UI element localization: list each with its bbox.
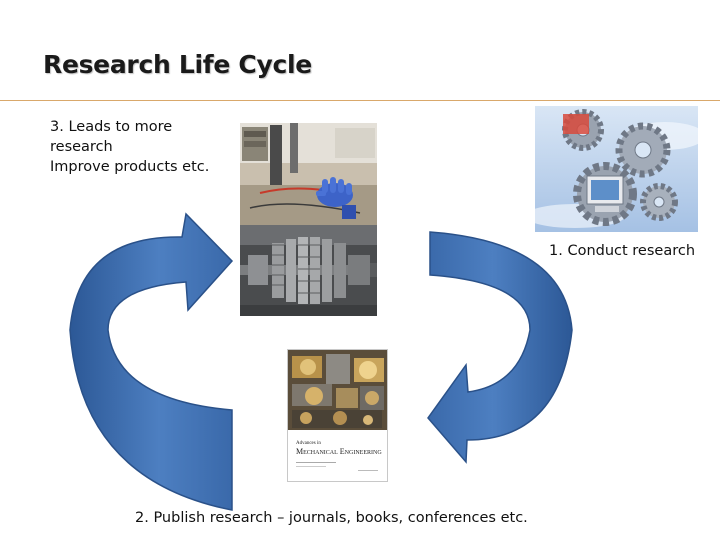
step-2-label: 2. Publish research – journals, books, c… <box>135 510 528 526</box>
step-3-line: research <box>50 139 113 155</box>
step-3-label: 3. Leads to more research Improve produc… <box>50 117 209 177</box>
step-3-line: Improve products etc. <box>50 159 210 175</box>
journal-cover: Advances in Mechanical Engineering <box>287 349 388 482</box>
left-cycle-arrow <box>69 212 234 511</box>
right-cycle-arrow <box>427 231 573 464</box>
slide-title: Research Life Cycle <box>43 50 312 79</box>
journal-cover-rule <box>296 466 326 467</box>
step-1-label: 1. Conduct research <box>549 243 696 259</box>
journal-cover-rule <box>358 470 378 471</box>
journal-cover-machinery-image <box>288 350 387 430</box>
gears-computer-image <box>535 106 698 232</box>
title-divider <box>0 100 720 101</box>
step-3-line: 3. Leads to more <box>50 119 173 135</box>
journal-cover-title-line2: Mechanical Engineering <box>296 447 382 456</box>
robot-hand-photo <box>240 123 377 225</box>
journal-cover-rule <box>296 462 336 463</box>
turbine-rotor-photo <box>240 225 377 316</box>
journal-cover-title-line1: Advances in <box>296 441 321 446</box>
